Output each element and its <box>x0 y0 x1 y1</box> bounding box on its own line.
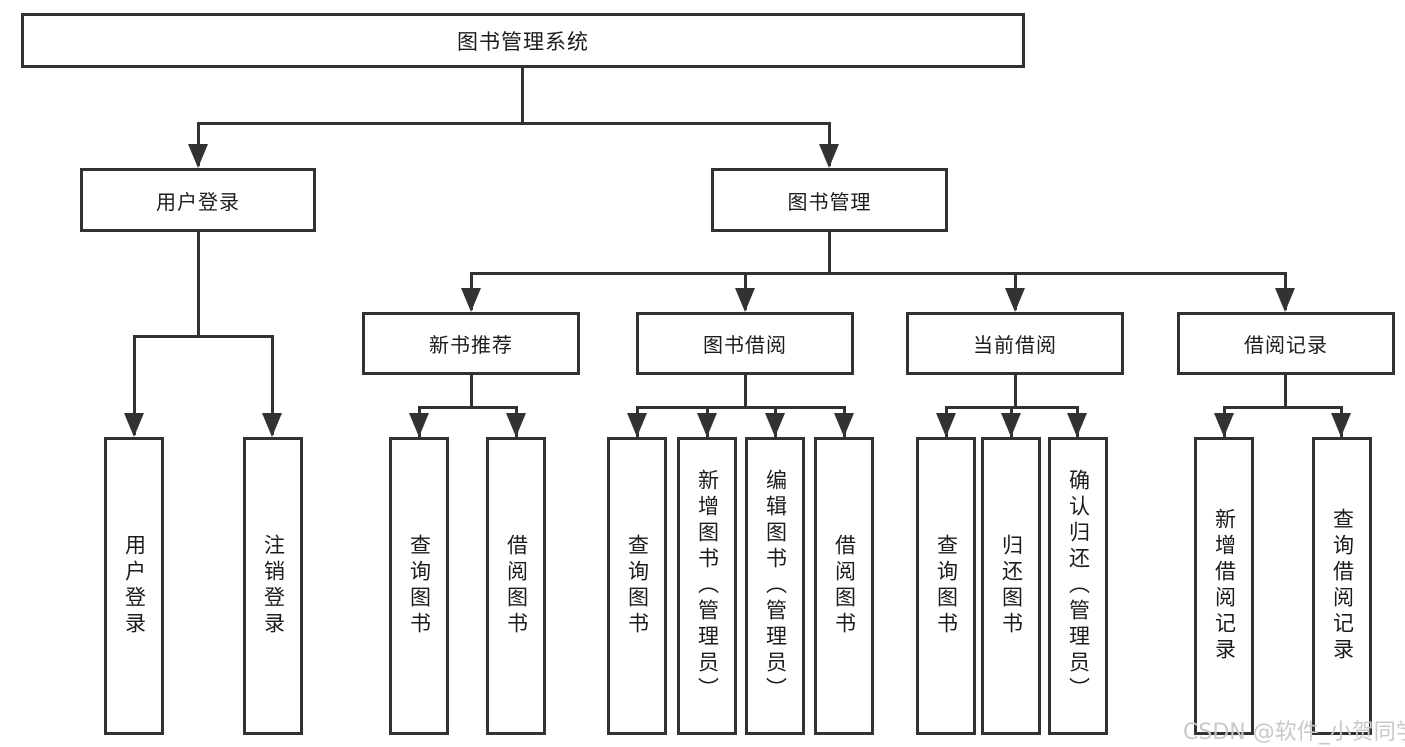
arrow-down-icon <box>735 288 755 312</box>
arrow-down-icon <box>1067 413 1087 437</box>
node-label: 新增图书（管理员） <box>695 469 720 703</box>
leaf-borrow-books: 借阅图书 <box>486 437 546 735</box>
connector-line <box>744 375 747 409</box>
arrow-down-icon <box>834 413 854 437</box>
arrow-down-icon <box>1001 413 1021 437</box>
connector-line <box>1284 375 1287 409</box>
node-label: 新书推荐 <box>429 333 513 357</box>
arrow-down-icon <box>765 413 785 437</box>
leaf-confirm-return-admin: 确认归还（管理员） <box>1048 437 1108 735</box>
node-root-library-management-system: 图书管理系统 <box>21 13 1025 68</box>
connector-line <box>133 335 274 338</box>
arrow-down-icon <box>262 413 282 437</box>
arrow-down-icon <box>409 413 429 437</box>
node-book-borrow: 图书借阅 <box>636 312 854 375</box>
leaf-add-borrow-record: 新增借阅记录 <box>1194 437 1254 735</box>
connector-line <box>197 122 831 125</box>
leaf-query-books: 查询图书 <box>389 437 449 735</box>
node-borrow-records: 借阅记录 <box>1177 312 1395 375</box>
node-label: 图书管理 <box>787 189 872 214</box>
node-label: 用户登录 <box>156 189 240 214</box>
leaf-return-books: 归还图书 <box>981 437 1041 735</box>
node-label: 借阅图书 <box>832 534 857 638</box>
node-label: 查询图书 <box>625 534 650 638</box>
arrow-down-icon <box>188 144 208 168</box>
node-user-login-group: 用户登录 <box>80 168 316 232</box>
connector-line <box>828 232 831 275</box>
leaf-edit-books-admin: 编辑图书（管理员） <box>745 437 805 735</box>
node-label: 图书管理系统 <box>457 29 589 54</box>
leaf-query-books: 查询图书 <box>607 437 667 735</box>
node-label: 借阅记录 <box>1244 333 1328 357</box>
arrow-down-icon <box>1275 288 1295 312</box>
arrow-down-icon <box>461 288 481 312</box>
connector-line <box>1014 375 1017 409</box>
arrow-down-icon <box>124 413 144 437</box>
connector-line <box>470 272 1287 275</box>
node-current-borrow: 当前借阅 <box>906 312 1124 375</box>
leaf-query-books: 查询图书 <box>916 437 976 735</box>
arrow-down-icon <box>1005 288 1025 312</box>
node-label: 新增借阅记录 <box>1212 508 1237 664</box>
connector-line <box>197 232 200 338</box>
arrow-down-icon <box>627 413 647 437</box>
connector-line <box>636 406 846 409</box>
arrow-down-icon <box>819 144 839 168</box>
node-label: 查询借阅记录 <box>1330 508 1355 664</box>
connector-line <box>470 375 473 409</box>
connector-line <box>418 406 518 409</box>
node-label: 查询图书 <box>407 534 432 638</box>
leaf-logout: 注销登录 <box>243 437 303 735</box>
node-label: 查询图书 <box>934 534 959 638</box>
csdn-watermark: CSDN @软件_小贺同学 <box>1183 720 1405 745</box>
arrow-down-icon <box>697 413 717 437</box>
node-label: 确认归还（管理员） <box>1066 469 1091 703</box>
node-label: 图书借阅 <box>703 333 787 357</box>
leaf-query-borrow-record: 查询借阅记录 <box>1312 437 1372 735</box>
node-label: 注销登录 <box>261 534 286 638</box>
connector-line <box>1223 406 1343 409</box>
leaf-user-login: 用户登录 <box>104 437 164 735</box>
arrow-down-icon <box>506 413 526 437</box>
node-label: 借阅图书 <box>504 534 529 638</box>
node-label: 当前借阅 <box>973 333 1057 357</box>
connector-line <box>521 68 524 124</box>
arrow-down-icon <box>1214 413 1234 437</box>
node-label: 编辑图书（管理员） <box>763 469 788 703</box>
connector-line <box>133 335 136 435</box>
arrow-down-icon <box>936 413 956 437</box>
node-label: 用户登录 <box>122 534 147 638</box>
node-new-book-recommend: 新书推荐 <box>362 312 580 375</box>
arrow-down-icon <box>1331 413 1351 437</box>
node-label: 归还图书 <box>999 534 1024 638</box>
leaf-add-books-admin: 新增图书（管理员） <box>677 437 737 735</box>
leaf-borrow-books: 借阅图书 <box>814 437 874 735</box>
connector-line <box>271 335 274 435</box>
node-book-management: 图书管理 <box>711 168 948 232</box>
